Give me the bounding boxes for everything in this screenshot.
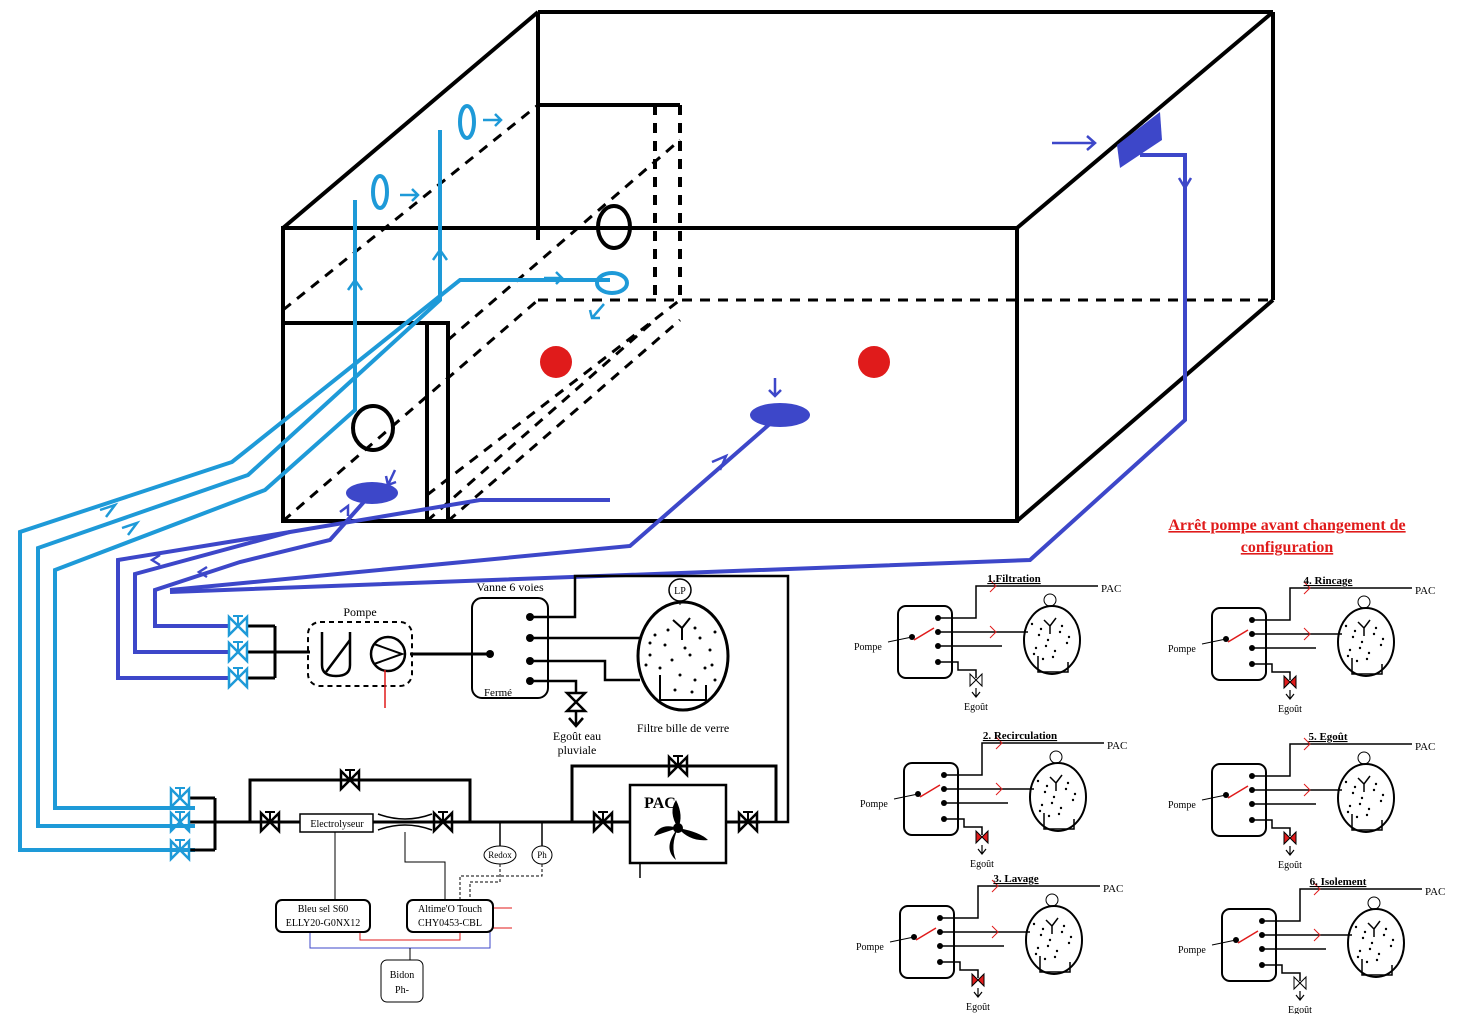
salt-chlorinator-unit [275, 899, 371, 933]
suction-valves [227, 614, 249, 689]
salt-unit-label-2: ELLY20-G0NX12 [286, 918, 361, 929]
config-pump-label: Pompe [1168, 800, 1196, 811]
regulation-unit [406, 899, 494, 933]
config-drain-label: Egoût [970, 859, 994, 870]
config-title: 4. Rincage [1304, 575, 1353, 587]
warning-text-2: configuration [1241, 539, 1334, 556]
pool-structure [281, 10, 1275, 523]
canister-label-1: Bidon [390, 970, 414, 981]
config-pump-label: Pompe [1178, 945, 1206, 956]
flow-restrictor [377, 813, 433, 831]
rain-drain-label-2: pluviale [558, 743, 597, 757]
electrolyser [299, 813, 374, 833]
return-pipes [18, 104, 629, 852]
warning-text-1: Arrêt pompe avant changement de [1168, 517, 1405, 534]
config-drain-label: Egoût [1278, 704, 1302, 715]
main-drain-icon [750, 403, 810, 427]
config-pump-label: Pompe [860, 799, 888, 810]
config-drain-label: Egoût [964, 702, 988, 713]
electrolyser-label: Electrolyseur [310, 819, 364, 830]
closed-label: Fermé [484, 687, 512, 699]
six-way-valve [471, 597, 549, 699]
six-way-valve-label: Vanne 6 voies [476, 580, 544, 594]
drain-icon [346, 482, 398, 504]
canister-label-2: Ph- [395, 985, 409, 996]
config-pump-label: Pompe [854, 642, 882, 653]
overflow-inlet-icon [1117, 112, 1162, 168]
valve-to-filter-pipes [530, 574, 790, 824]
config-pac-label: PAC [1107, 740, 1127, 752]
config-pac-label: PAC [1415, 585, 1435, 597]
ph-label: Ph [537, 850, 547, 860]
rain-drain-label-1: Egoût eau [553, 729, 601, 743]
ph-minus-canister [380, 959, 424, 1003]
config-title: 1.Filtration [987, 573, 1040, 585]
config-pac-label: PAC [1101, 583, 1121, 595]
config-pac-label: PAC [1415, 741, 1435, 753]
rain-drain-valve [565, 691, 587, 713]
pac-label: PAC [644, 795, 676, 812]
skimmer-opening-icon [596, 204, 632, 250]
suction-manifold [248, 624, 490, 680]
regulation-label-1: Altime'O Touch [418, 904, 482, 915]
config-drain-label: Egoût [1278, 860, 1302, 871]
light-icon [540, 346, 572, 378]
salt-unit-label-1: Bleu sel S60 [298, 904, 349, 915]
lp-label: LP [674, 586, 686, 597]
suction-pipes [116, 135, 1193, 680]
light-icon [858, 346, 890, 378]
control-wiring [309, 832, 543, 960]
config-pac-label: PAC [1425, 886, 1445, 898]
filter-label: Filtre bille de verre [637, 721, 729, 735]
config-pump-label: Pompe [1168, 644, 1196, 655]
config-pac-label: PAC [1103, 883, 1123, 895]
pump-label: Pompe [343, 605, 376, 619]
config-title: 5. Egoût [1308, 731, 1347, 743]
config-pump-label: Pompe [856, 942, 884, 953]
skimmer-opening-icon [351, 404, 395, 452]
config-title: 3. Lavage [993, 873, 1038, 885]
config-title: 2. Recirculation [983, 730, 1057, 742]
redox-label: Redox [488, 850, 512, 860]
heat-pump [628, 783, 728, 878]
pump [307, 621, 413, 708]
glass-bead-filter [636, 578, 730, 712]
config-drain-label: Egoût [1288, 1005, 1312, 1014]
config-drain-label: Egoût [966, 1002, 990, 1013]
regulation-label-2: CHY0453-CBL [418, 918, 482, 929]
pool-hidden-edges [282, 103, 1273, 523]
config-title: 6. Isolement [1310, 876, 1367, 888]
